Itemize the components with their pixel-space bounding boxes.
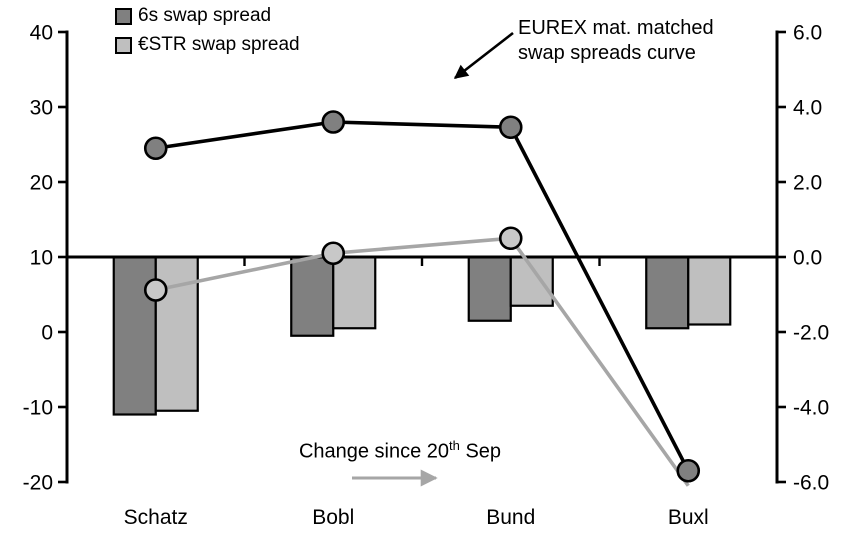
- category-label-buxl: Buxl: [668, 506, 709, 529]
- marker-6s-curve-bund: [498, 115, 523, 140]
- annotation-eurex-line2: swap spreads curve: [518, 42, 696, 64]
- bar-estr-bund: [509, 255, 554, 307]
- bar-6s-bobl: [290, 255, 335, 337]
- marker-6s-curve-buxl: [676, 458, 701, 483]
- marker-estr-curve-bobl: [321, 241, 346, 266]
- right-axis-tick-label: 2.0: [793, 172, 822, 195]
- category-label-schatz: Schatz: [124, 506, 188, 529]
- legend-label-estr: €STR swap spread: [138, 34, 300, 55]
- eurex-arrow: [453, 31, 514, 80]
- marker-estr-curve-schatz: [143, 278, 168, 302]
- legend-swatch-6s: [115, 7, 132, 25]
- left-axis-tick-label: 10: [30, 247, 53, 270]
- category-label-bund: Bund: [486, 506, 535, 529]
- left-axis-tick-label: 20: [30, 172, 53, 195]
- legend-item-6s: 6s swap spread: [115, 6, 300, 26]
- right-axis-tick-label: 4.0: [793, 97, 822, 120]
- annotation-eurex-curve: EUREX mat. matched swap spreads curve: [518, 16, 714, 66]
- left-axis-tick-label: 0: [41, 322, 53, 345]
- legend: 6s swap spread €STR swap spread: [115, 6, 300, 64]
- line-estr-curve: [155, 236, 690, 487]
- left-axis-tick-label: 40: [30, 22, 53, 45]
- annotation-change-superscript: th: [449, 438, 460, 453]
- right-axis-tick-label: -2.0: [793, 322, 829, 345]
- right-axis-tick-label: 0.0: [793, 247, 822, 270]
- bar-6s-buxl: [645, 255, 690, 330]
- bar-estr-buxl: [687, 255, 732, 326]
- right-axis-tick-label: -6.0: [793, 472, 829, 495]
- legend-swatch-estr: [115, 36, 132, 54]
- right-axis-tick-label: 6.0: [793, 22, 822, 45]
- legend-label-6s: 6s swap spread: [138, 5, 272, 26]
- bar-6s-bund: [467, 255, 512, 322]
- marker-6s-curve-schatz: [143, 136, 168, 161]
- annotation-change-text: Change since 20: [298, 440, 450, 463]
- marker-estr-curve-bund: [498, 226, 523, 251]
- annotation-change-since: Change since 20th Sep: [268, 438, 532, 464]
- annotation-change-suffix: Sep: [459, 440, 502, 463]
- marker-6s-curve-bobl: [321, 110, 346, 134]
- annotation-eurex-line1: EUREX mat. matched: [518, 17, 714, 39]
- left-axis-tick-label: -20: [23, 472, 53, 495]
- bar-estr-bobl: [332, 255, 377, 330]
- line-6s-curve: [155, 120, 690, 472]
- right-axis-tick-label: -4.0: [793, 397, 829, 420]
- left-axis-tick-label: -10: [23, 397, 53, 420]
- category-label-bobl: Bobl: [312, 506, 354, 529]
- left-axis-tick-label: 30: [30, 97, 53, 120]
- legend-item-estr: €STR swap spread: [115, 35, 300, 55]
